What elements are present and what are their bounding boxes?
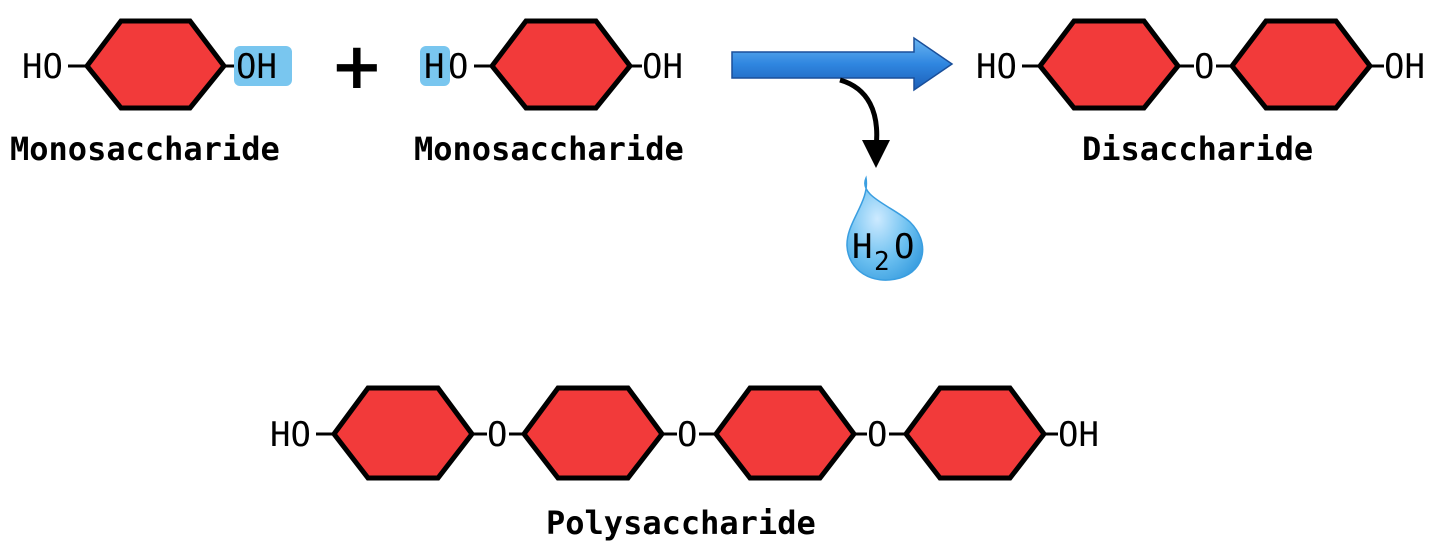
oxygen-label: O <box>448 47 468 87</box>
sugar-ring-hexagon <box>83 18 228 111</box>
sugar-ring-hexagon <box>712 385 858 481</box>
curved-arrow-icon <box>839 77 880 149</box>
sugar-ring-hexagon <box>1036 18 1182 111</box>
hydroxyl-left-label: HO <box>22 47 63 87</box>
sugar-ring-hexagon <box>520 385 666 481</box>
monosaccharide-left: HO OH Monosaccharide <box>10 18 292 168</box>
hydroxyl-right-label: OH <box>642 47 683 87</box>
sugar-ring-hexagon <box>902 385 1048 481</box>
hydroxyl-right-label: OH <box>236 47 277 87</box>
monosaccharide-caption-right: Monosaccharide <box>414 130 684 168</box>
disaccharide: HO O OH Disaccharide <box>976 18 1425 168</box>
water-h-label: H <box>852 227 872 267</box>
h-highlight-box <box>420 46 450 86</box>
sugar-ring-hexagon <box>330 385 476 481</box>
glycosidic-oxygen-label: O <box>867 415 887 455</box>
sugar-ring-hexagon <box>1228 18 1374 111</box>
plus-sign: + <box>330 30 384 104</box>
hydroxyl-left-label: HO <box>270 415 311 455</box>
glycosidic-oxygen-label: O <box>677 415 697 455</box>
water-o-label: O <box>894 227 914 267</box>
water-subscript-label: 2 <box>874 247 890 277</box>
sugar-ring-hexagon <box>488 18 634 111</box>
hydrogen-label: H <box>424 47 444 87</box>
polysaccharide-caption: Polysaccharide <box>546 504 816 542</box>
arrowhead-icon <box>862 140 890 168</box>
disaccharide-caption: Disaccharide <box>1082 130 1313 168</box>
water-droplet: H 2 O <box>846 175 924 281</box>
monosaccharide-right: H O OH Monosaccharide <box>414 18 684 168</box>
glycosidic-oxygen-label: O <box>1194 47 1214 87</box>
polysaccharide: HO O O O OH Polysaccharide <box>270 385 1099 542</box>
hydroxyl-left-label: HO <box>976 47 1017 87</box>
right-arrow-icon <box>731 36 954 92</box>
glycosidic-oxygen-label: O <box>487 415 507 455</box>
monosaccharide-caption-left: Monosaccharide <box>10 130 280 168</box>
hydroxyl-right-label: OH <box>1384 47 1425 87</box>
reaction-arrow <box>731 36 954 168</box>
water-drop-icon <box>846 175 924 281</box>
oh-highlight-box <box>234 46 292 86</box>
hydroxyl-right-label: OH <box>1058 415 1099 455</box>
